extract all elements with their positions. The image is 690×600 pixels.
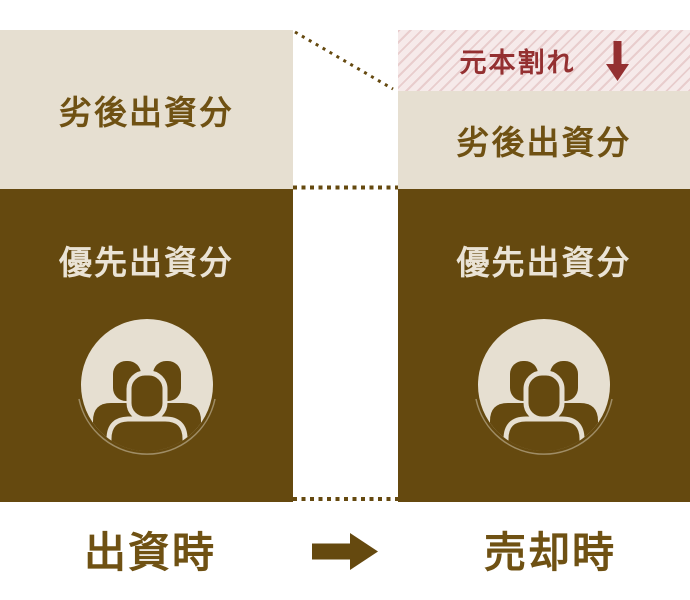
subordinated-label-funding: 劣後出資分 [59,93,234,131]
priority-section-sale: 優先出資分 [398,189,690,502]
principal-loss-label: 元本割れ [459,48,576,78]
priority-label-sale: 優先出資分 [456,244,632,281]
subordinated-section-sale: 劣後出資分 [398,91,690,189]
priority-label-funding: 優先出資分 [59,244,234,281]
priority-section-funding: 優先出資分 [0,189,293,502]
bar-at-funding: 劣後出資分 優先出資分 [0,30,293,502]
bar-at-sale: 元本割れ 劣後出資分 優先出資分 [398,30,690,502]
people-group-icon [77,319,216,455]
principal-loss-section: 元本割れ [398,30,690,91]
dotted-connector-lines [293,30,398,501]
caption-at-sale: 売却時 [483,529,616,576]
right-arrow-icon [312,533,378,570]
caption-at-funding: 出資時 [83,529,216,576]
down-arrow-icon [605,40,629,81]
subordinated-label-sale: 劣後出資分 [456,124,632,161]
people-group-icon [475,319,613,455]
subordinated-section-funding: 劣後出資分 [0,30,293,189]
